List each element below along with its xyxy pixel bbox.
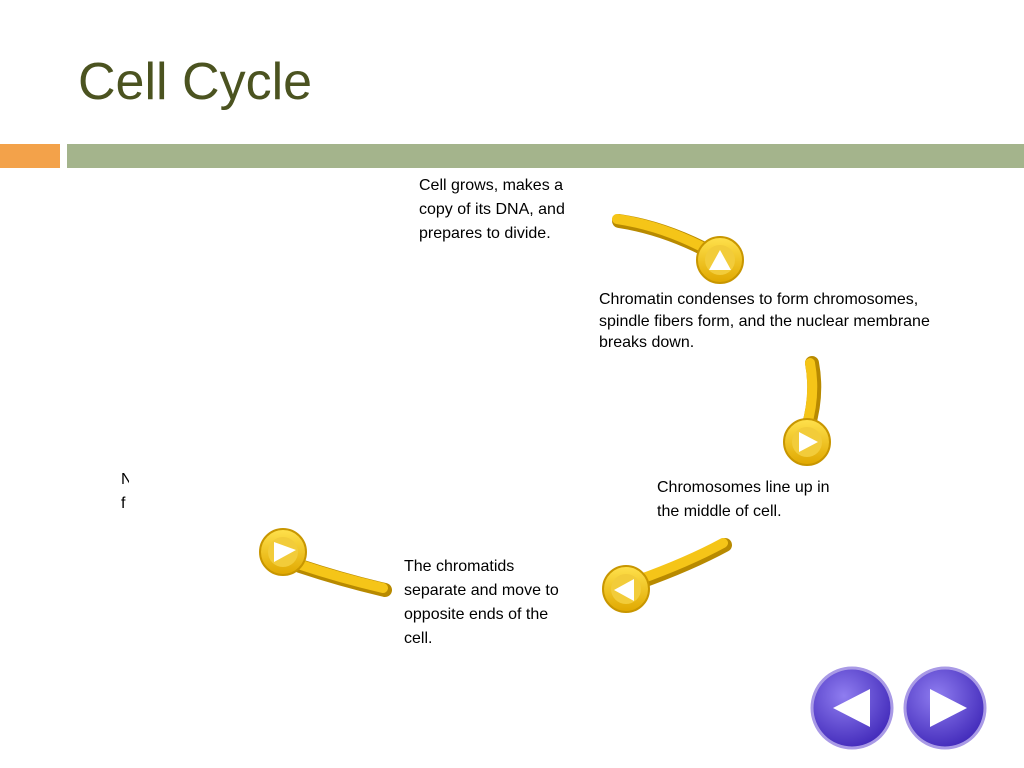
slide-title: Cell Cycle (78, 53, 313, 111)
step-line: The chromatids (404, 558, 515, 575)
accent-bar-orange (0, 144, 60, 168)
play-right-icon (930, 689, 967, 727)
step-line: cell. (404, 630, 433, 647)
step-text-interphase: Cell grows, makes a copy of its DNA, and… (419, 174, 565, 246)
step-text-metaphase: Chromosomes line up in the middle of cel… (657, 476, 830, 524)
step-line: prepares to divide. (419, 225, 551, 242)
step-line: Chromosomes line up in (657, 479, 830, 496)
arrow-icon-4 (259, 528, 392, 597)
step-line: copy of its DNA, and (419, 201, 565, 218)
step-line: opposite ends of the (404, 606, 549, 623)
partial-text-clipped: N f (121, 468, 129, 516)
play-left-icon (833, 689, 870, 727)
accent-bar-green (67, 144, 1024, 168)
step-text-prophase: Chromatin condenses to form chromosomes,… (599, 289, 930, 354)
forward-button[interactable] (903, 666, 987, 750)
arrow-icon-1 (612, 214, 744, 284)
step-text-anaphase: The chromatids separate and move to oppo… (404, 555, 559, 651)
partial-line: f (121, 495, 126, 512)
step-line: the middle of cell. (657, 503, 782, 520)
partial-line: N (121, 471, 129, 488)
step-line: Chromatin condenses to form chromosomes, (599, 291, 919, 308)
step-line: separate and move to (404, 582, 559, 599)
step-line: Cell grows, makes a (419, 177, 564, 194)
step-line: spindle fibers form, and the nuclear mem… (599, 312, 930, 330)
arrow-icon-2 (783, 356, 831, 466)
back-button[interactable] (810, 666, 894, 750)
step-line: breaks down. (599, 334, 695, 351)
arrow-icon-3 (602, 538, 732, 613)
